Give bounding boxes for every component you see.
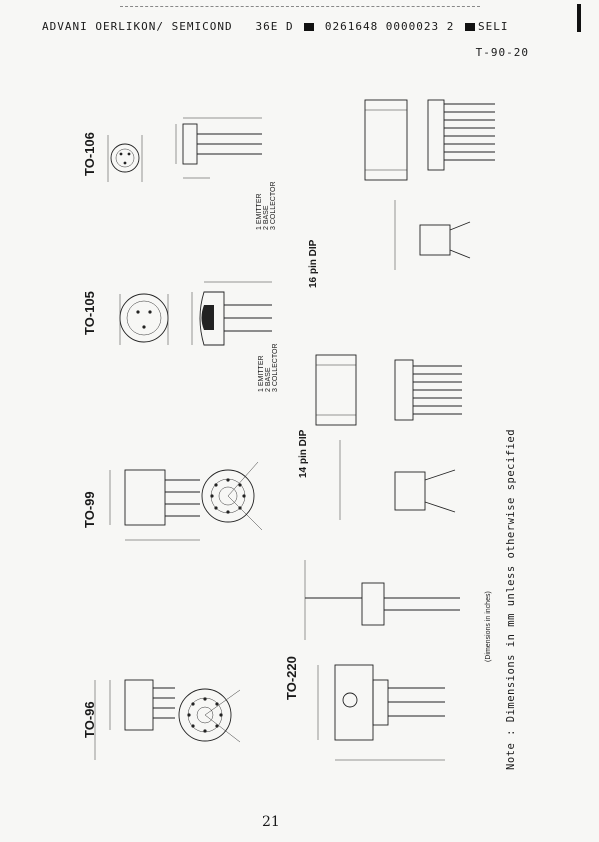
dip16-label: 16 pin DIP — [308, 239, 319, 288]
to106-pin-legend: 1 EMITTER 2 BASE 3 COLLECTOR — [256, 182, 277, 231]
to105-pin-legend: 1 EMITTER 2 BASE 3 COLLECTOR — [258, 344, 279, 393]
pin-legend-line: 2 BASE — [265, 367, 272, 392]
to96-drawing — [94, 679, 241, 760]
to220-label: TO-220 — [284, 656, 299, 700]
dip14-drawing — [315, 354, 462, 520]
dip16-drawing — [364, 99, 495, 270]
scan-top-line — [120, 6, 480, 7]
date-code: T-90-20 — [475, 46, 529, 59]
pin-legend-line: 3 COLLECTOR — [270, 181, 277, 231]
black-block-icon — [465, 23, 476, 31]
pin-legend-line: 3 COLLECTOR — [272, 343, 279, 393]
to99-drawing — [109, 461, 263, 541]
pin-legend-line: 1 EMITTER — [258, 355, 265, 392]
page-number: 21 — [262, 814, 280, 830]
pin-legend-line: 2 BASE — [263, 205, 270, 230]
catalog-code: 36E D — [255, 20, 294, 33]
registration-mark — [577, 4, 581, 32]
to96-label: TO-96 — [82, 701, 97, 738]
to220-dimensions-note: (Dimensions in inches) — [485, 591, 492, 662]
to106-drawing — [107, 117, 262, 182]
to105-drawing — [119, 281, 272, 346]
document-number: 0261648 0000023 2 — [324, 20, 455, 33]
to105-label: TO-105 — [82, 291, 97, 335]
dimensions-note: Note : Dimensions in mm unless otherwise… — [505, 428, 517, 770]
to220-drawing — [304, 560, 460, 761]
dip14-label: 14 pin DIP — [298, 429, 309, 478]
to99-label: TO-99 — [82, 491, 97, 528]
pin-legend-line: 1 EMITTER — [256, 193, 263, 230]
supplier-code: SELI — [478, 20, 509, 33]
black-block-icon — [304, 23, 315, 31]
document-header: ADVANI OERLIKON/ SEMICOND 36E D 0261648 … — [42, 20, 562, 33]
to106-label: TO-106 — [82, 132, 97, 176]
company-name: ADVANI OERLIKON/ SEMICOND — [42, 20, 233, 33]
